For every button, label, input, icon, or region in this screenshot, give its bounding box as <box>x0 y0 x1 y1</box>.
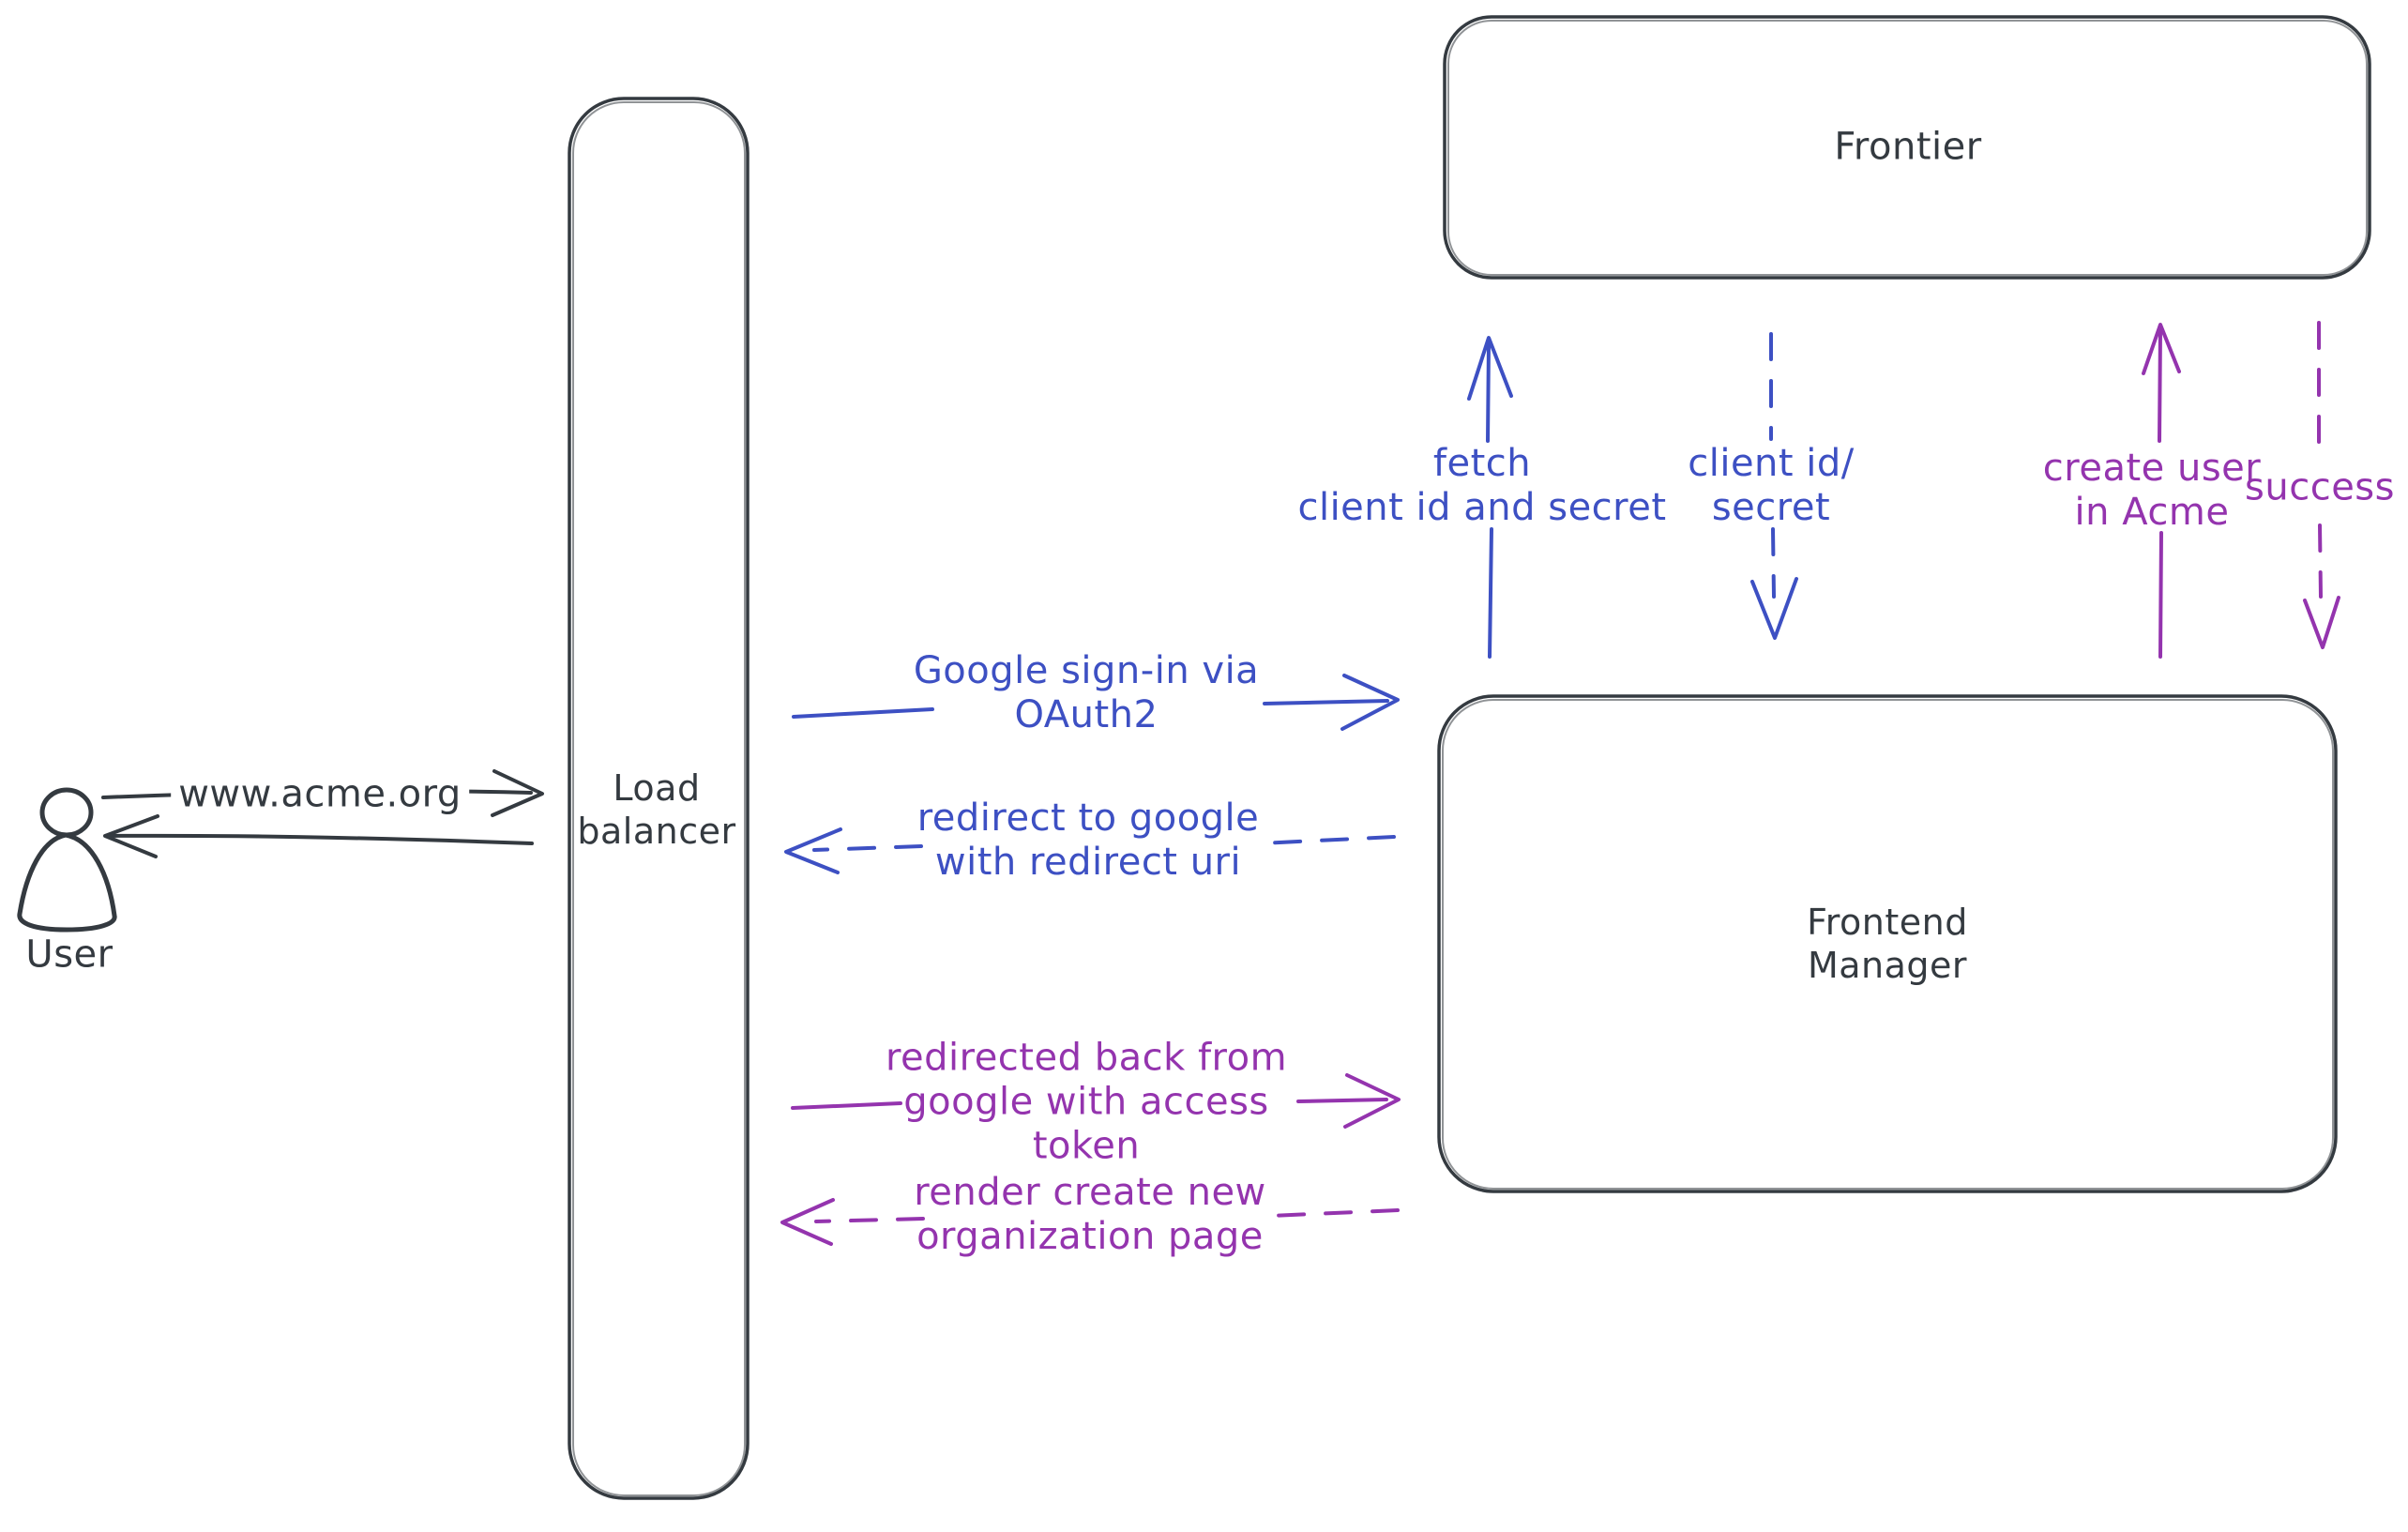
arrow-google-signin <box>792 674 1400 731</box>
msg-redirected-back-line1: redirected back from <box>885 1036 1288 1080</box>
msg-fetch-secret: fetch client id and secret <box>1297 442 1666 530</box>
msg-redirect-google-line1: redirect to google <box>916 796 1260 840</box>
msg-google-signin-line1: Google sign-in via <box>913 649 1260 692</box>
msg-success: success <box>2245 465 2395 509</box>
msg-fetch-secret-line2: client id and secret <box>1297 486 1667 529</box>
arrow-success <box>2303 321 2340 649</box>
frontier-box <box>1443 15 2371 280</box>
arrow-redirect-google <box>784 827 1396 874</box>
arrow-create-user <box>2142 323 2181 659</box>
msg-client-secret-line2: secret <box>1711 486 1831 529</box>
msg-client-secret: client id/ secret <box>1688 442 1855 530</box>
arrow-redirected-back <box>791 1073 1401 1129</box>
frontend-manager-label: Frontend Manager <box>1807 901 1968 987</box>
load-balancer-label: Load balancer <box>577 766 735 853</box>
user-label: User <box>25 933 114 977</box>
msg-create-user-line2: in Acme <box>2074 491 2230 534</box>
msg-google-signin: Google sign-in via OAuth2 <box>914 649 1259 737</box>
msg-redirected-back: redirected back from google with access … <box>886 1037 1287 1169</box>
arrow-render-page <box>780 1198 1400 1246</box>
msg-redirect-google-line2: with redirect uri <box>934 841 1242 884</box>
load-balancer-label-line1: Load <box>613 767 701 809</box>
msg-google-signin-line2: OAuth2 <box>1014 693 1159 736</box>
arrow-client-secret <box>1750 332 1798 640</box>
msg-redirected-back-line2: google with access <box>903 1080 1269 1124</box>
load-balancer-label-line2: balancer <box>577 811 736 852</box>
frontend-manager-label-line2: Manager <box>1807 945 1968 986</box>
msg-redirect-google: redirect to google with redirect uri <box>917 796 1260 885</box>
frontend-manager-box <box>1437 694 2338 1193</box>
user-icon <box>17 787 117 933</box>
msg-render-page-line2: organization page <box>916 1215 1264 1258</box>
arrow-return-to-user <box>103 814 534 858</box>
msg-create-user: create user in Acme <box>2043 447 2261 535</box>
msg-render-page: render create new organization page <box>914 1171 1266 1259</box>
load-balancer-box <box>568 97 750 1500</box>
msg-redirected-back-line3: token <box>1032 1124 1141 1168</box>
msg-render-page-line1: render create new <box>914 1171 1266 1214</box>
msg-create-user-line1: create user <box>2042 447 2262 490</box>
frontier-label: Frontier <box>1834 125 1982 169</box>
arrow-fetch-secret <box>1467 336 1513 659</box>
msg-www-acme: www.acme.org <box>171 772 469 817</box>
msg-fetch-secret-line1: fetch <box>1432 442 1532 485</box>
msg-client-secret-line1: client id/ <box>1688 442 1855 485</box>
frontend-manager-label-line1: Frontend <box>1807 902 1968 943</box>
